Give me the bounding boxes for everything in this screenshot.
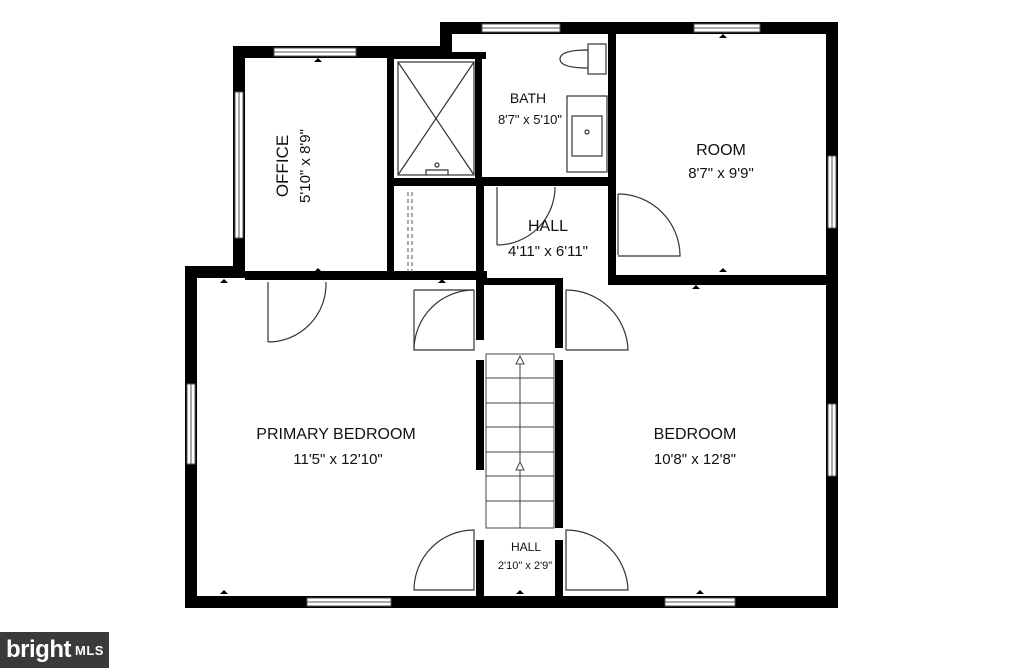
closet: [407, 192, 413, 272]
room-labels: OFFICE 5'10" x 8'9" BATH 8'7" x 5'10" RO…: [256, 90, 754, 572]
hall-upper-dims: 4'11" x 6'11": [508, 243, 588, 260]
toilet: [559, 43, 607, 75]
watermark-brand: bright: [6, 636, 71, 663]
doors: [267, 186, 681, 591]
office-name: OFFICE: [273, 135, 292, 197]
bedroom-dims: 10'8" x 12'8": [654, 451, 736, 468]
walls: [185, 22, 838, 608]
hall-lower-dims: 2'10" x 2'9": [498, 560, 552, 572]
shower: [397, 61, 475, 176]
bath-dims: 8'7" x 5'10": [498, 112, 562, 127]
hall-lower-name: HALL: [511, 540, 541, 554]
office-dims: 5'10" x 8'9": [297, 129, 314, 203]
sink: [566, 95, 608, 173]
room-dims: 8'7" x 9'9": [688, 165, 754, 182]
bedroom-name: BEDROOM: [654, 426, 737, 443]
dimension-ticks: [220, 34, 727, 594]
primary-bedroom-name: PRIMARY BEDROOM: [256, 426, 415, 443]
window-lines: [190, 27, 833, 603]
room-name: ROOM: [696, 142, 746, 159]
bath-name: BATH: [510, 90, 546, 106]
primary-bedroom-dims: 11'5" x 12'10": [293, 451, 383, 468]
bright-mls-logo: bright MLS: [0, 632, 109, 668]
watermark-sub: MLS: [74, 642, 104, 658]
wall-bottom: [185, 596, 838, 608]
hall-upper-name: HALL: [528, 218, 568, 235]
staircase: [485, 353, 555, 529]
wall-right: [826, 22, 838, 608]
